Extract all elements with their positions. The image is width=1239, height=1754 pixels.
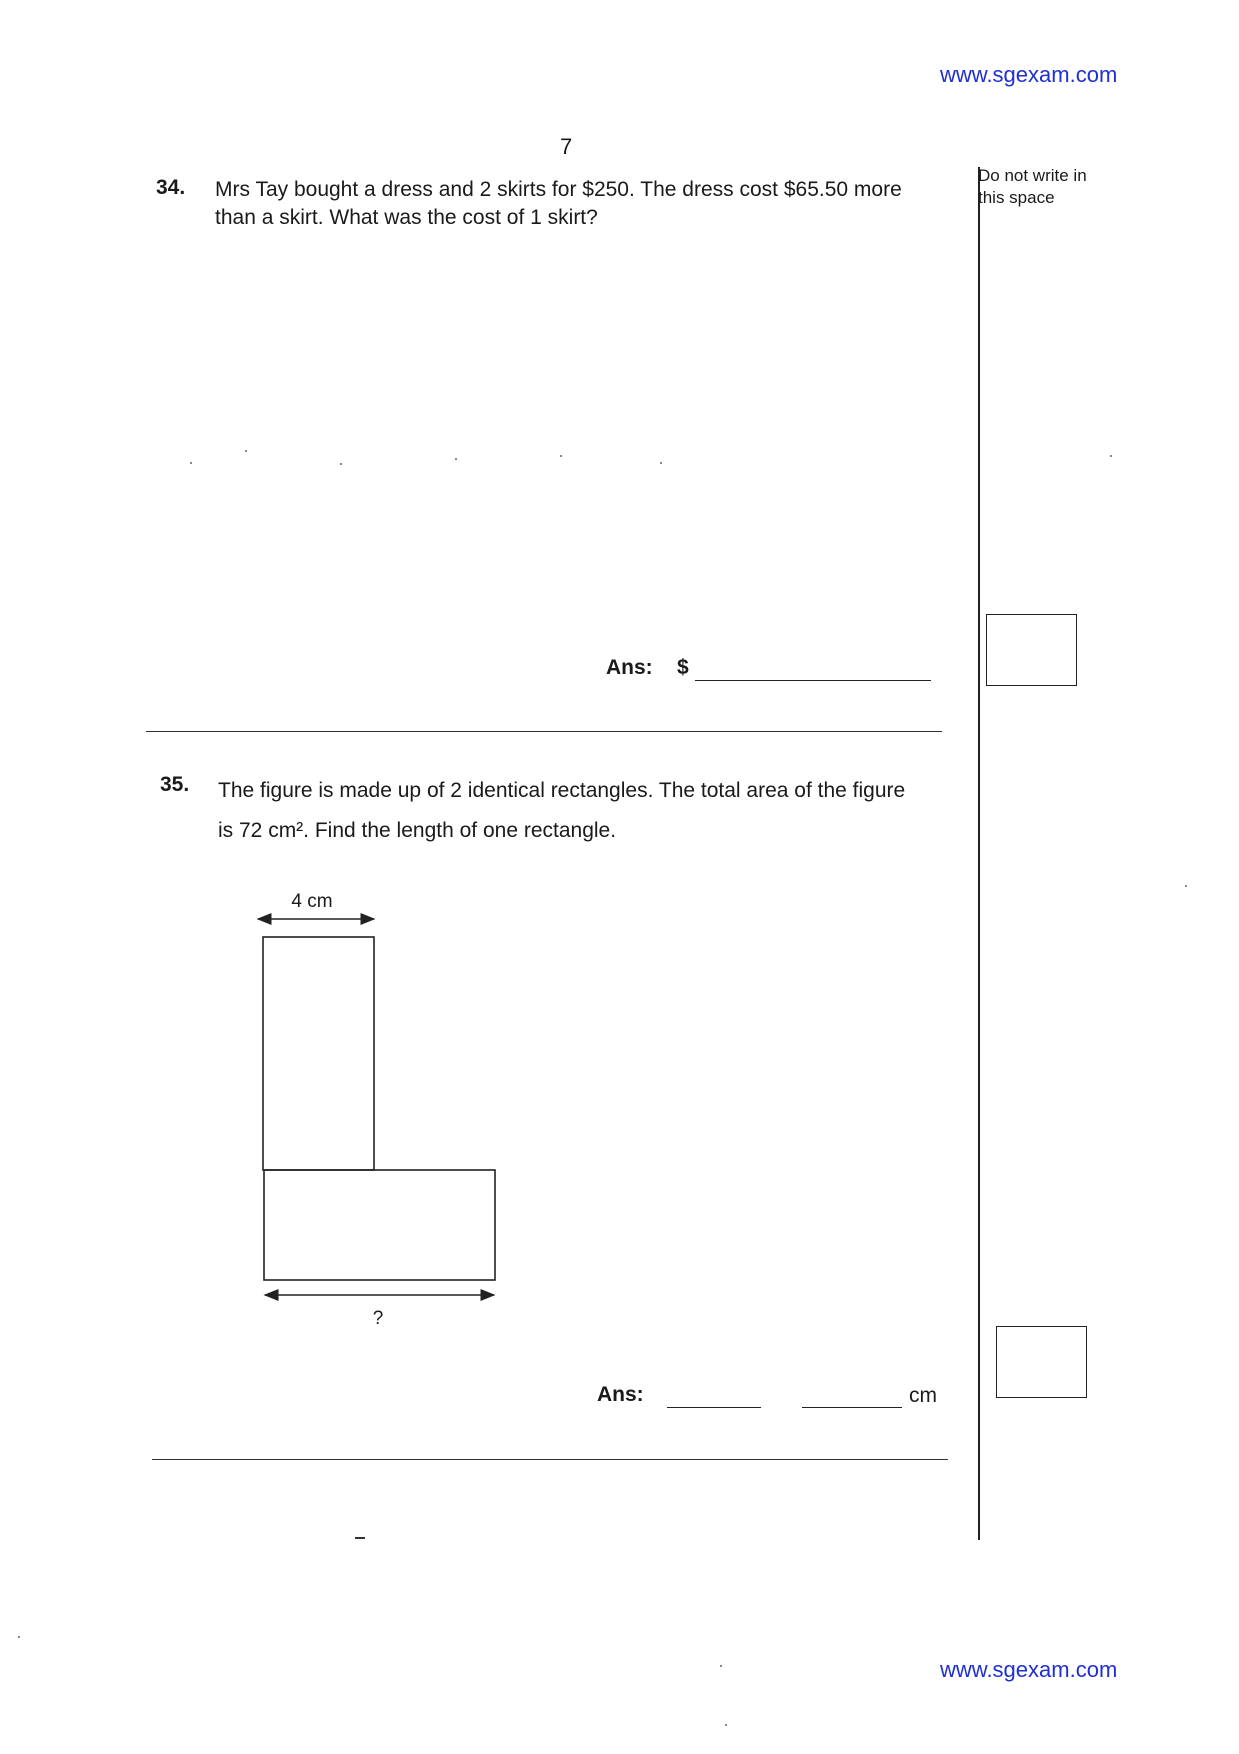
- scan-speck: [245, 450, 247, 452]
- scan-speck: [660, 462, 662, 464]
- margin-note-text: Do not write in this space: [978, 166, 1087, 207]
- question-34-answer-label: Ans:: [606, 656, 653, 679]
- scan-speck: [455, 458, 457, 460]
- question-35-text: The figure is made up of 2 identical rec…: [218, 779, 906, 842]
- site-url-bottom[interactable]: www.sgexam.com: [940, 1657, 1118, 1682]
- question-35-answer-label: Ans:: [597, 1383, 644, 1406]
- margin-divider: [978, 167, 980, 1540]
- page-number: 7: [560, 134, 573, 159]
- question-divider: [152, 1459, 948, 1460]
- scan-speck: [720, 1665, 722, 1667]
- scan-speck: [560, 455, 562, 457]
- scan-speck: [1185, 885, 1187, 887]
- vertical-rectangle: [262, 936, 375, 1171]
- top-width-label: 4 cm: [291, 891, 332, 912]
- margin-note: Do not write in this space: [978, 165, 1108, 209]
- question-34-mark-box: [986, 614, 1077, 686]
- scan-speck: [1110, 455, 1112, 457]
- horizontal-rectangle: [263, 1169, 496, 1281]
- bottom-length-label: ?: [373, 1308, 384, 1329]
- question-35-answer-unit: cm: [909, 1384, 937, 1407]
- scan-speck: [340, 463, 342, 465]
- question-34-answer-line[interactable]: [695, 680, 931, 681]
- question-35-answer-line-2[interactable]: [802, 1407, 902, 1408]
- question-34-answer-currency: $: [677, 656, 689, 679]
- scan-speck: [190, 462, 192, 464]
- question-34-text: Mrs Tay bought a dress and 2 skirts for …: [215, 178, 902, 229]
- scan-speck: [18, 1636, 20, 1638]
- question-35-mark-box: [996, 1326, 1087, 1398]
- scan-speck: [725, 1724, 727, 1726]
- stray-mark: [355, 1537, 365, 1539]
- question-35-number: 35.: [160, 773, 190, 796]
- question-35-answer-line-1[interactable]: [667, 1407, 761, 1408]
- question-34-number: 34.: [156, 176, 186, 199]
- site-url-top[interactable]: www.sgexam.com: [940, 62, 1118, 87]
- question-divider: [146, 731, 942, 732]
